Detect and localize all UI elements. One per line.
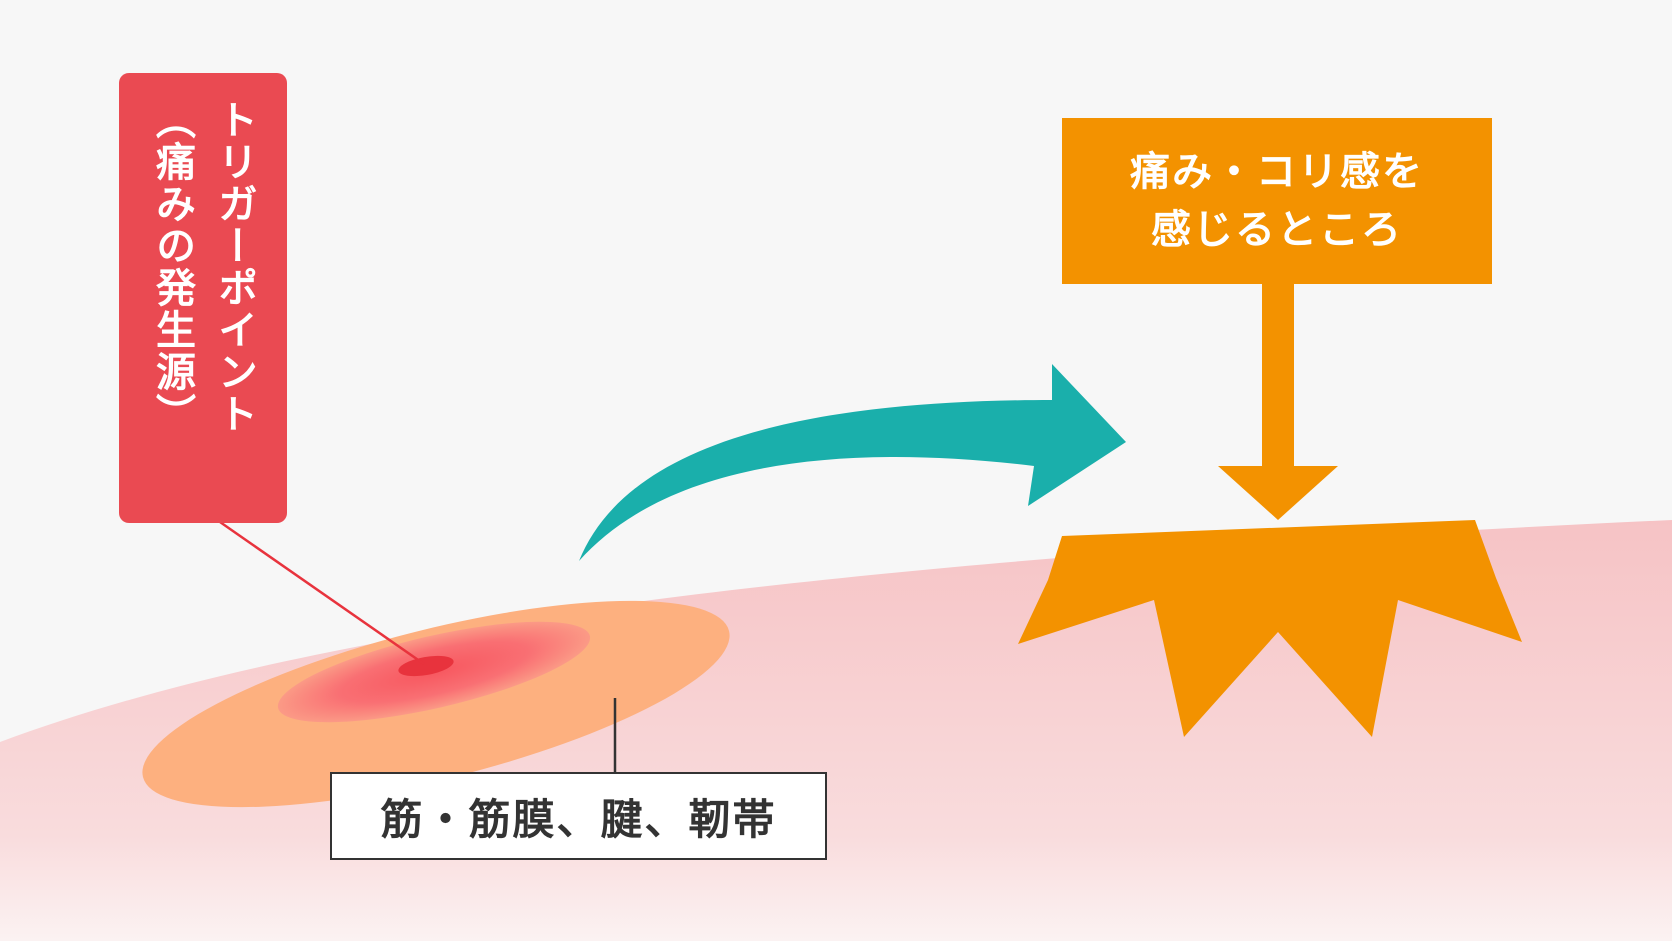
- pain-area-line-1: 痛み・コリ感を: [1130, 149, 1424, 195]
- trigger-leader-line: [219, 520, 425, 666]
- tissue-label-box: 筋・筋膜、腱、靭帯: [330, 772, 827, 860]
- pain-starburst: [1018, 520, 1522, 737]
- pain-area-line-2: 感じるところ: [1151, 207, 1403, 253]
- trigger-point-subtitle: （痛みの発生源）: [149, 99, 195, 435]
- referral-arrow: [579, 364, 1126, 561]
- trigger-point-dot: [398, 655, 454, 677]
- trigger-point-title: トリガーポイント: [211, 99, 257, 435]
- tissue-label: 筋・筋膜、腱、靭帯: [380, 794, 777, 844]
- trigger-point-label-box: トリガーポイント （痛みの発生源）: [119, 73, 287, 523]
- pain-area-label-box: 痛み・コリ感を 感じるところ: [1062, 118, 1492, 284]
- pain-down-arrow: [1218, 284, 1338, 520]
